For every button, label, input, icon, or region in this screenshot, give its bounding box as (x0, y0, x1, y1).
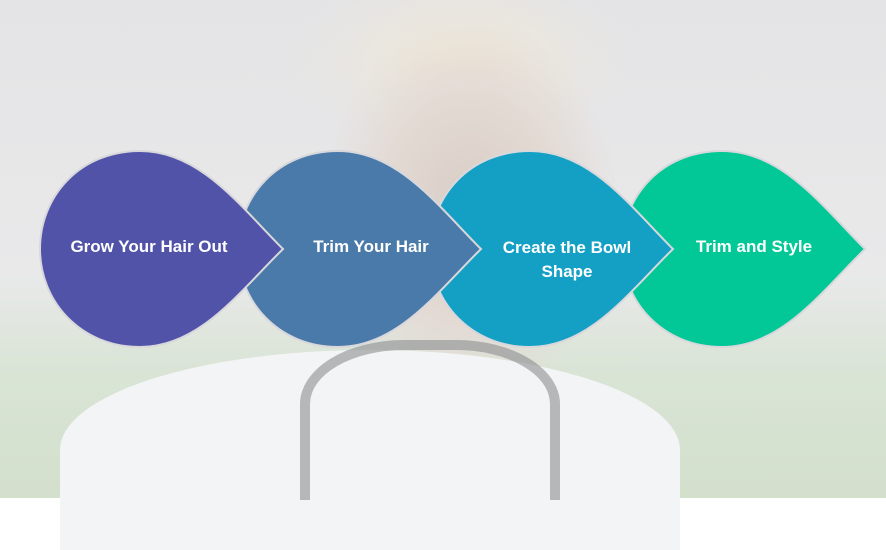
step-1-shape (38, 149, 285, 349)
background-collar (300, 340, 560, 500)
step-3-label: Create the Bowl Shape (502, 238, 632, 281)
step-2-label: Trim Your Hair (313, 237, 429, 256)
process-diagram (38, 149, 867, 349)
step-4-label: Trim and Style (695, 237, 813, 256)
step-1-label: Grow Your Hair Out (70, 237, 228, 256)
